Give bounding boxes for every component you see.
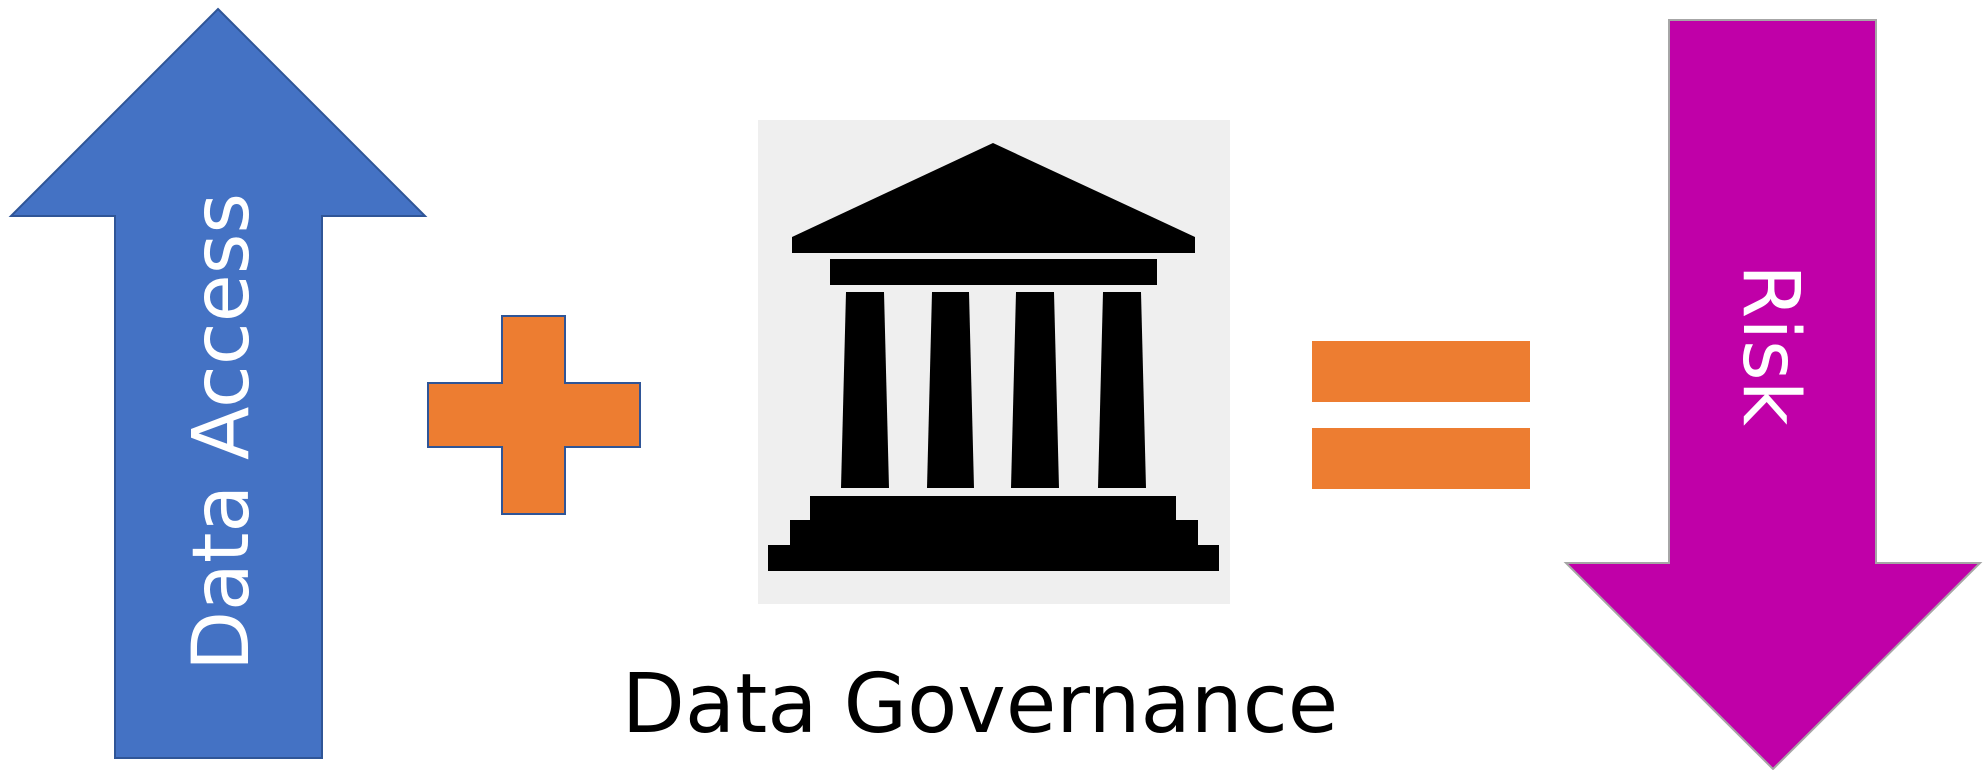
building-base-top (810, 496, 1176, 522)
building-base-bottom (768, 545, 1219, 571)
data-governance-label: Data Governance (621, 657, 1339, 752)
down-arrow-shape (1563, 19, 1983, 770)
building-column (1011, 292, 1059, 488)
equals-sign (1312, 341, 1530, 489)
building-entablature (830, 259, 1157, 285)
building-roof (792, 143, 1195, 253)
building-base-middle (790, 520, 1198, 547)
plus-sign (427, 315, 641, 515)
equals-bar-top (1312, 341, 1530, 402)
building-column (1098, 292, 1146, 488)
classical-building-icon (758, 120, 1230, 604)
risk-arrow: Risk (1563, 19, 1983, 770)
building-column (927, 292, 974, 488)
building-column (841, 292, 889, 488)
risk-label: Risk (1725, 264, 1815, 426)
data-access-arrow: Data Access (8, 7, 428, 759)
equals-bar-bottom (1312, 428, 1530, 489)
up-arrow-shape (8, 7, 428, 759)
data-access-label: Data Access (177, 193, 267, 671)
